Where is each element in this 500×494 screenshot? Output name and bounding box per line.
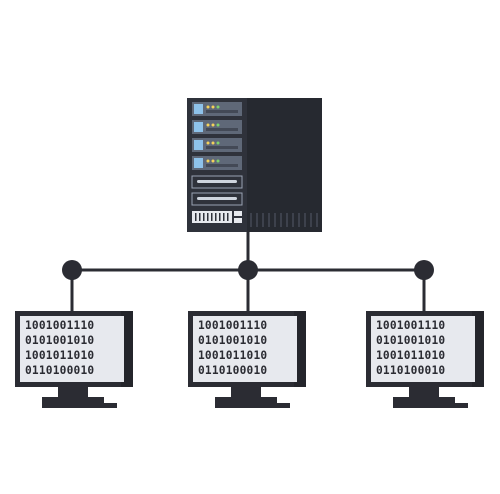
binary-line: 0110100010 [25,364,95,377]
network-node-left [62,260,82,280]
server-side-vents [250,213,318,227]
server-icon [187,98,322,232]
server-side-panel [247,98,322,232]
server-optical-slot-2 [191,192,243,206]
binary-line: 1001011010 [198,349,268,362]
monitor-left-icon [15,311,133,408]
network-node-center [238,260,258,280]
binary-line: 1001001110 [25,319,95,332]
server-optical-slot-1 [191,175,243,189]
binary-line: 0101001010 [25,334,95,347]
monitor-center-icon [188,311,306,408]
binary-line: 1001011010 [25,349,95,362]
server-vent-grille [192,211,242,223]
binary-line: 0110100010 [198,364,268,377]
binary-line: 1001011010 [376,349,446,362]
server-drive-bay-1 [192,102,242,116]
server-drive-bay-4 [192,156,242,170]
binary-line: 0110100010 [376,364,446,377]
network-node-right [414,260,434,280]
binary-line: 0101001010 [198,334,268,347]
binary-line: 1001001110 [198,319,268,332]
monitor-right-icon [366,311,484,408]
server-drive-bay-2 [192,120,242,134]
server-drive-bay-3 [192,138,242,152]
binary-line: 0101001010 [376,334,446,347]
binary-line: 1001001110 [376,319,446,332]
